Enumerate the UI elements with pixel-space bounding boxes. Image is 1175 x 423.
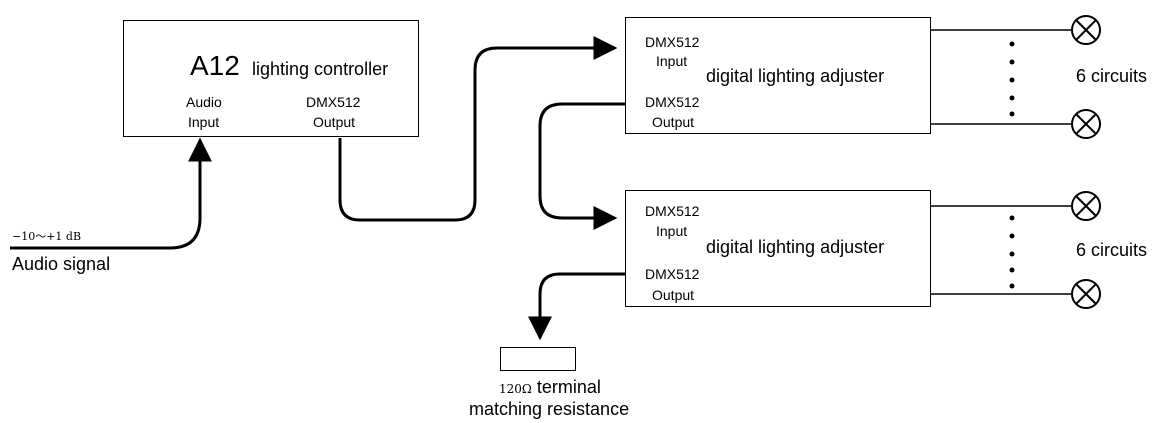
adjuster-top-dmx-input-label-1: DMX512 xyxy=(645,34,700,50)
terminal-ohm-value: 120Ω xyxy=(499,382,532,396)
adjuster-bottom-title: digital lighting adjuster xyxy=(706,237,885,257)
adjuster-top-dmx-input-label-2: Input xyxy=(656,53,688,69)
lamp-icon xyxy=(1071,191,1101,221)
adjuster-chain-line xyxy=(538,102,625,230)
controller-dmx-output-label-2: Output xyxy=(313,114,356,130)
adjuster-bottom-box xyxy=(625,190,931,307)
controller-title: lighting controller xyxy=(252,59,389,79)
controller-model: A12 xyxy=(190,50,240,81)
adjuster-top-circuits-label: 6 circuits xyxy=(1076,66,1148,86)
audio-signal-label: Audio signal xyxy=(12,254,111,274)
audio-input-label-2: Input xyxy=(188,114,220,130)
controller-to-adjuster-line xyxy=(338,36,618,222)
adjuster-bottom-dmx-input-label-2: Input xyxy=(656,223,688,239)
audio-signal-line xyxy=(10,137,212,250)
audio-signal-level: −10〜+1 dB xyxy=(12,230,82,243)
lamp-icon xyxy=(1071,109,1101,139)
vertical-ellipsis-icon xyxy=(1009,215,1015,289)
adjuster-bottom-dmx-output-label-1: DMX512 xyxy=(645,266,700,282)
adjuster-top-dmx-output-label-1: DMX512 xyxy=(645,94,700,110)
adjuster-top-dmx-output-label-2: Output xyxy=(652,114,695,130)
adjuster-top-title: digital lighting adjuster xyxy=(706,66,885,86)
adjuster-bottom-dmx-output-label-2: Output xyxy=(652,287,695,303)
terminal-resistor xyxy=(500,347,576,371)
controller-dmx-output-label-1: DMX512 xyxy=(306,94,361,110)
terminal-label-line1: 120Ω terminal xyxy=(499,378,601,396)
adjuster-bottom-dmx-input-label-1: DMX512 xyxy=(645,203,700,219)
vertical-ellipsis-icon xyxy=(1009,41,1015,117)
adjuster-bottom-circuits-label: 6 circuits xyxy=(1076,240,1148,260)
audio-input-label-1: Audio xyxy=(186,94,222,110)
terminal-word: terminal xyxy=(536,377,601,397)
lamp-icon xyxy=(1071,279,1101,309)
terminal-label-line2: matching resistance xyxy=(469,399,630,419)
terminal-line xyxy=(528,272,625,341)
adjuster-top-box xyxy=(625,17,931,134)
controller-box xyxy=(123,20,419,137)
lamp-icon xyxy=(1071,15,1101,45)
